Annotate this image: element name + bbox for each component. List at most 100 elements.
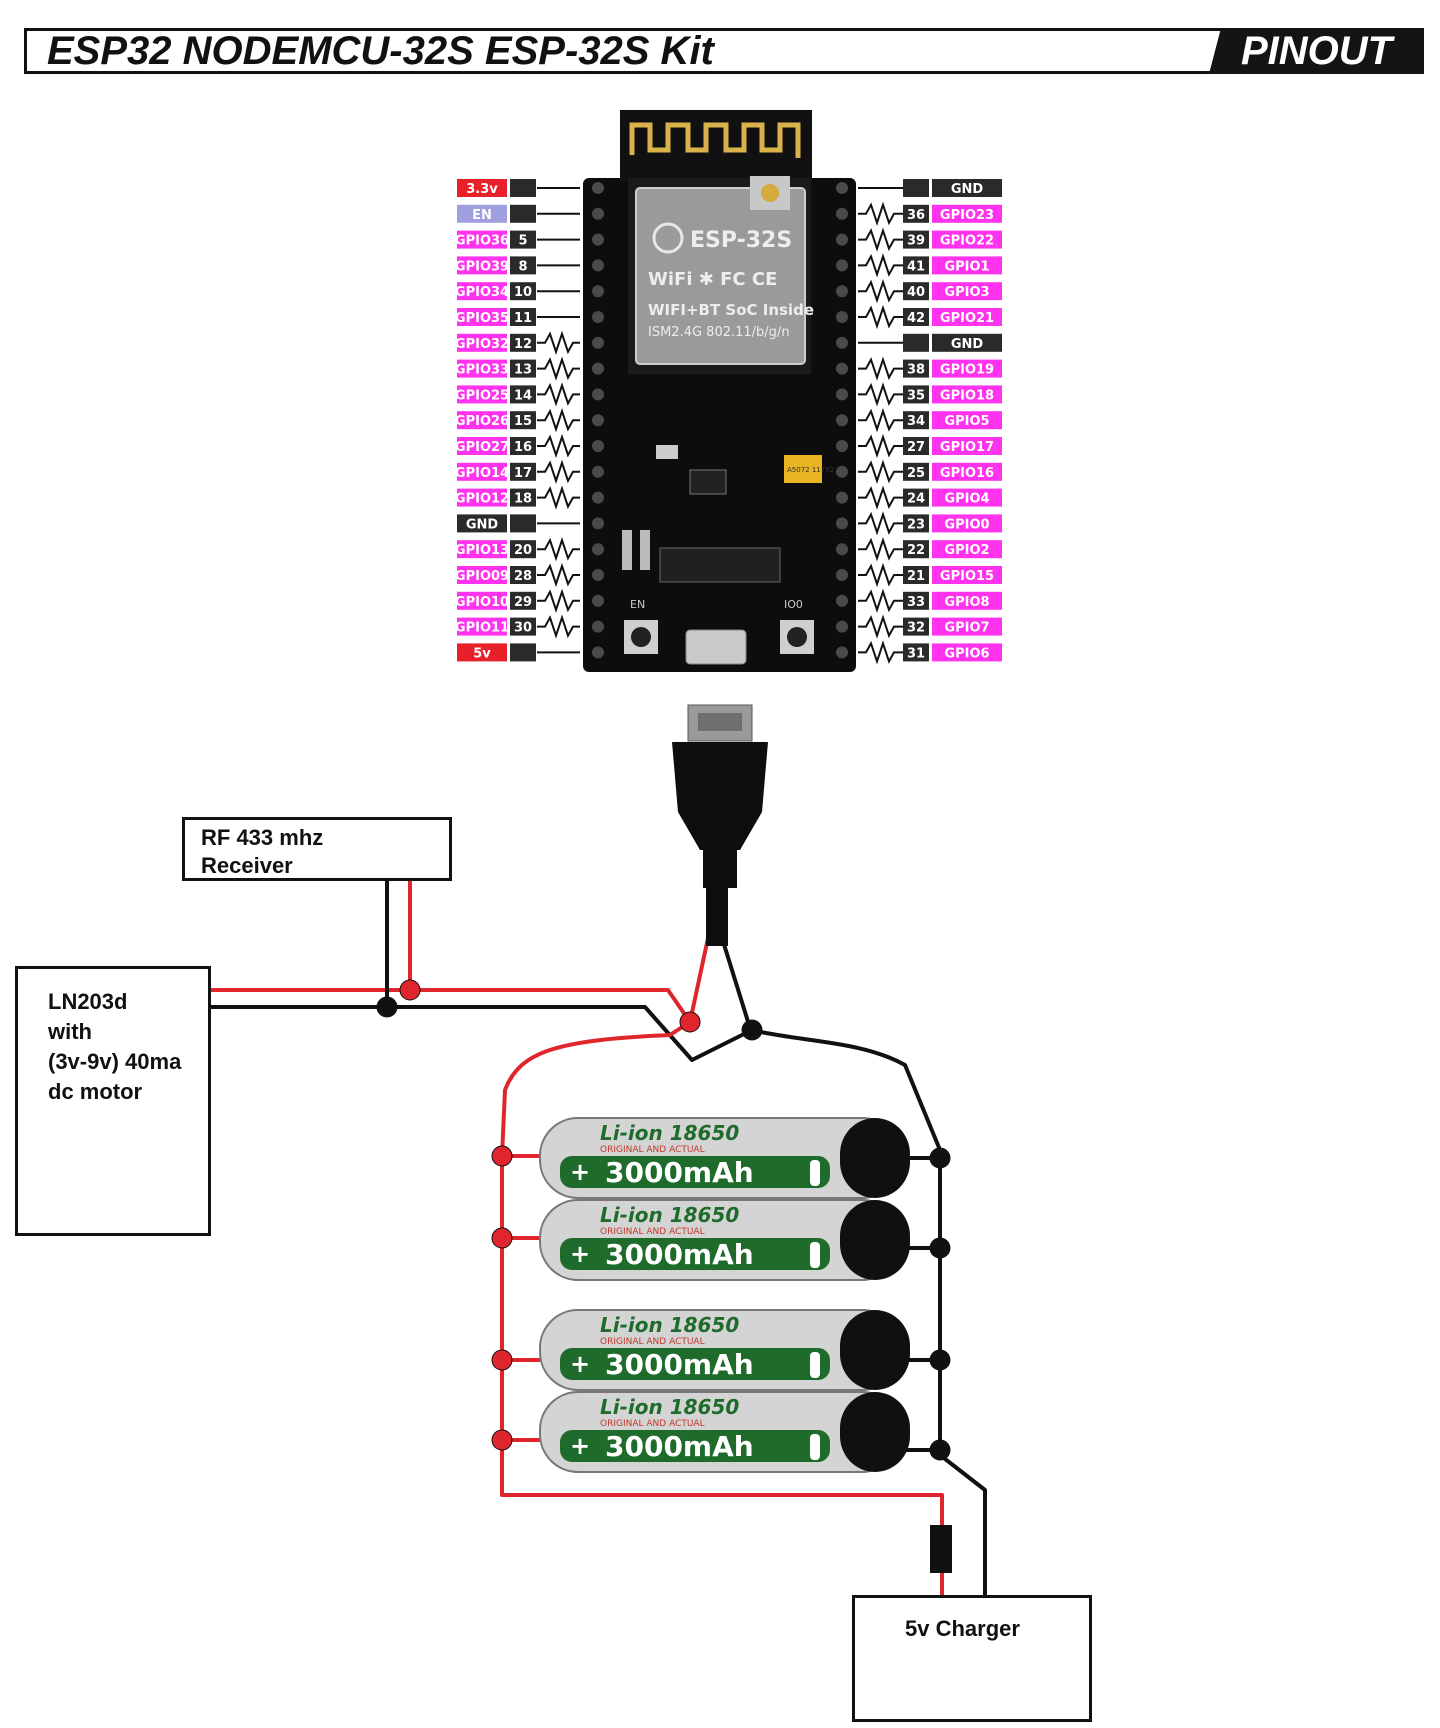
usb-plug-inner	[698, 713, 742, 731]
pin-number: 25	[907, 466, 925, 481]
header-pin-left	[592, 620, 604, 633]
battery-plus: +	[570, 1350, 590, 1378]
usb-cable	[706, 888, 728, 946]
pin-name: GPIO18	[940, 388, 994, 403]
pin-name-tag	[932, 204, 1002, 223]
pin-name: GND	[466, 517, 499, 532]
pin-name: GPIO26	[455, 414, 509, 429]
pin-number: 23	[907, 517, 925, 532]
motor-driver-label-1: LN203d	[48, 989, 128, 1014]
pin-name: GPIO19	[940, 363, 994, 378]
pin-num-tag	[510, 282, 536, 301]
rf-shield	[635, 187, 806, 365]
header-pin-right	[836, 491, 848, 504]
en-button-label: EN	[630, 598, 645, 611]
pin-num-tag	[903, 204, 929, 223]
header-pin-left	[592, 233, 604, 246]
red-wire	[210, 988, 692, 1024]
pin-name-tag	[932, 617, 1002, 636]
header-pin-right	[836, 543, 848, 556]
diode	[930, 1525, 952, 1573]
pin-name-tag	[457, 333, 507, 352]
header-pin-left	[592, 259, 604, 272]
pin-num-tag	[510, 359, 536, 378]
pin-name: GPIO32	[455, 337, 509, 352]
pin-num-tag	[510, 566, 536, 584]
red-junction	[491, 1349, 513, 1371]
pin-num-tag	[903, 230, 929, 249]
battery-brand: Li-ion 18650	[600, 1121, 739, 1145]
pin-name: GPIO09	[455, 569, 509, 584]
pin-num-tag	[510, 591, 536, 610]
pin-number: 10	[514, 285, 532, 300]
pin-name-tag	[457, 282, 507, 301]
pin-number: 15	[514, 414, 532, 429]
espressif-logo-icon	[652, 222, 684, 254]
pin-number: 40	[907, 285, 925, 300]
pin-name: GPIO16	[940, 466, 994, 481]
header-pin-left	[592, 491, 604, 504]
pin-name-tag	[932, 411, 1002, 430]
battery-capacity: 3000mAh	[605, 1238, 754, 1271]
header-pin-left	[592, 569, 604, 581]
pin-num-tag	[903, 308, 929, 326]
right-pin-row: 40 GPIO3	[858, 279, 1002, 304]
motor-driver-label-4: dc motor	[48, 1079, 143, 1104]
pin-num-tag	[903, 437, 929, 455]
pin-name-tag	[457, 591, 507, 610]
battery-band	[560, 1238, 830, 1270]
pin-name-tag	[932, 230, 1002, 249]
battery-tagline: ORIGINAL AND ACTUAL	[600, 1337, 705, 1347]
pin-trace	[858, 253, 903, 278]
pin-num-tag	[903, 540, 929, 559]
header-pin-right	[836, 336, 848, 349]
pin-num-tag	[510, 437, 536, 455]
micro-usb-port	[685, 629, 747, 665]
left-pin-row: 3.3v	[457, 179, 580, 197]
io0-button-cap	[787, 627, 807, 647]
pin-name: GPIO14	[455, 466, 509, 481]
pin-name-tag	[457, 566, 507, 584]
battery-minus	[810, 1352, 820, 1378]
pin-name-tag	[457, 256, 507, 275]
pin-trace	[858, 614, 903, 639]
pin-name: GPIO6	[944, 646, 989, 661]
pin-num-tag	[510, 411, 536, 430]
pin-num-tag	[903, 359, 929, 378]
header-pin-right	[836, 362, 848, 375]
header-pin-right	[836, 646, 848, 659]
header-pin-left	[592, 414, 604, 427]
pin-name: GPIO23	[940, 208, 994, 223]
header-pin-right	[836, 388, 848, 401]
pin-num-tag	[903, 566, 929, 584]
header-pin-left	[592, 646, 604, 659]
module-soc-line: WIFI+BT SoC Inside	[648, 301, 814, 319]
red-junction	[491, 1145, 513, 1167]
header-pin-left	[592, 543, 604, 556]
pin-number: 5	[518, 234, 527, 249]
pin-number: 42	[907, 311, 925, 326]
rf-receiver-label-1: RF 433 mhz	[201, 825, 324, 850]
pin-num-tag	[510, 514, 536, 533]
pin-trace	[858, 562, 903, 588]
pin-number: 27	[907, 440, 925, 455]
ufl-socket	[761, 184, 779, 202]
pin-name-tag	[932, 256, 1002, 275]
header-pin-right	[836, 182, 848, 194]
black-wire	[720, 937, 752, 1029]
pin-name: GPIO3	[944, 285, 989, 300]
battery-band	[560, 1430, 830, 1462]
header-pin-left	[592, 362, 604, 375]
black-junction	[929, 1147, 951, 1169]
